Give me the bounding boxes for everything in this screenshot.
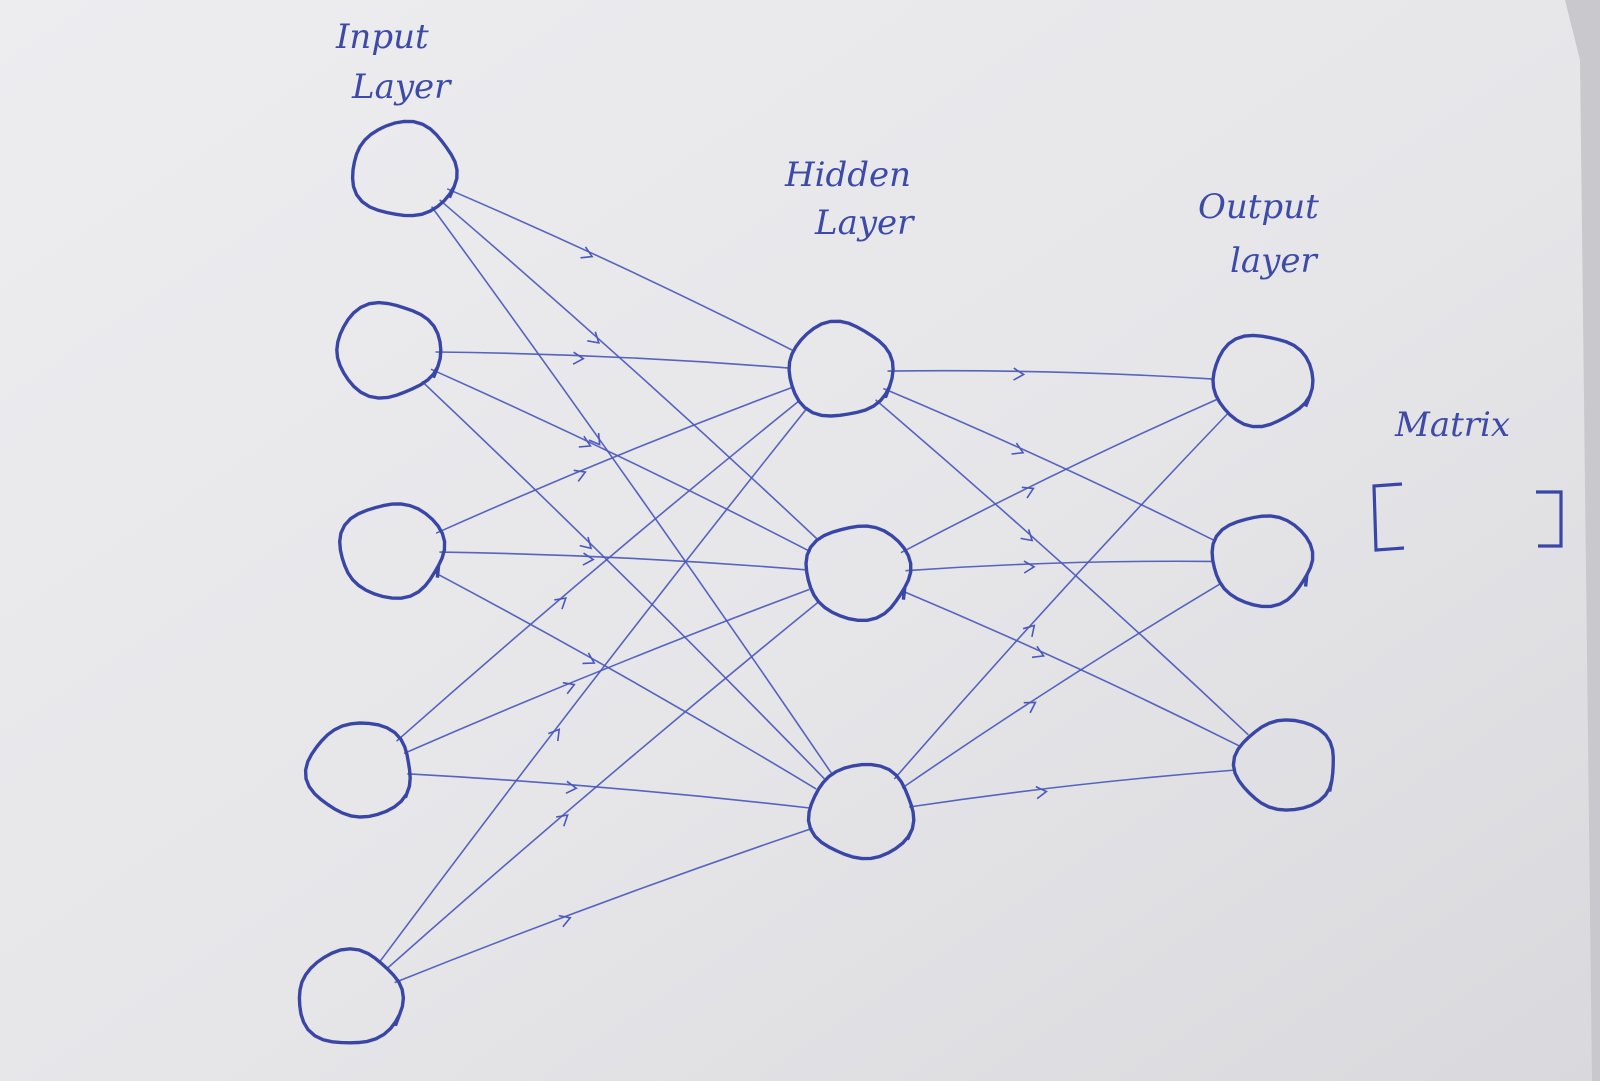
output-layer-title: Output	[1198, 187, 1319, 227]
edge-hidden-3-output-3	[909, 769, 1236, 808]
hidden-layer-title: Hidden	[784, 155, 911, 195]
edge-hidden-2-output-3	[900, 589, 1241, 748]
matrix-left-bracket	[1372, 482, 1405, 552]
edge-input-4-hidden-1	[395, 399, 801, 742]
edge-input-1-hidden-3-arrow	[588, 432, 601, 446]
edge-hidden-3-output-2-arrow	[1023, 701, 1037, 714]
edge-hidden-1-output-2	[882, 387, 1217, 543]
edge-input-3-hidden-1	[435, 386, 792, 534]
edge-input-3-hidden-2-arrow	[582, 552, 595, 566]
hidden-layer-subtitle: Layer	[814, 203, 915, 243]
edge-input-1-hidden-1-arrow	[580, 246, 594, 259]
input-node-4	[303, 721, 412, 819]
edge-hidden-3-output-2	[901, 583, 1220, 789]
output-node-3	[1231, 718, 1336, 812]
edge-input-2-hidden-2	[430, 368, 811, 553]
output-node-2	[1210, 514, 1315, 609]
edge-input-3-hidden-3-arrow	[582, 652, 596, 665]
edge-input-2-hidden-1	[435, 351, 788, 369]
edge-input-5-hidden-1	[378, 406, 809, 963]
input-layer-title: Input	[335, 17, 429, 57]
edge-input-2-hidden-1-arrow	[572, 351, 585, 365]
edge-input-3-hidden-1-arrow	[573, 469, 587, 482]
output-node-1	[1211, 333, 1315, 429]
input-node-2	[335, 300, 443, 400]
edge-hidden-2-output-2-arrow	[1023, 560, 1036, 574]
edge-hidden-2-output-3-arrow	[1031, 645, 1046, 659]
edge-input-1-hidden-2	[439, 199, 820, 542]
edge-input-4-hidden-1-arrow	[554, 597, 567, 610]
hidden-node-3	[806, 762, 916, 861]
edge-hidden-1-output-2-arrow	[1011, 442, 1025, 455]
edge-input-1-hidden-2-arrow	[587, 331, 600, 344]
edge-hidden-1-output-1	[887, 369, 1212, 380]
input-node-1	[350, 119, 459, 218]
edge-input-4-hidden-2	[403, 588, 810, 755]
edge-hidden-1-output-3-arrow	[1020, 529, 1034, 542]
edge-input-2-hidden-2-arrow	[578, 435, 592, 448]
edge-hidden-2-output-2	[905, 560, 1212, 572]
edge-input-5-hidden-2	[385, 601, 819, 970]
edge-hidden-2-output-1-arrow	[1021, 486, 1035, 499]
edge-input-4-hidden-3-arrow	[565, 780, 578, 795]
matrix-label: Matrix	[1394, 405, 1510, 445]
connections-group	[378, 188, 1249, 984]
edge-input-5-hidden-3-arrow	[558, 914, 572, 928]
edge-input-5-hidden-1-arrow	[548, 728, 561, 742]
edge-hidden-3-output-1-arrow	[1022, 624, 1036, 638]
paper-edge	[1565, 0, 1600, 1081]
edge-hidden-2-output-1	[900, 398, 1217, 554]
edge-hidden-3-output-1	[893, 412, 1229, 780]
input-node-3	[337, 502, 447, 600]
edge-input-4-hidden-2-arrow	[562, 681, 576, 695]
edge-input-2-hidden-3	[421, 380, 825, 780]
edge-input-4-hidden-3	[407, 773, 810, 809]
edge-hidden-1-output-1-arrow	[1013, 367, 1026, 381]
hidden-node-1	[787, 319, 895, 418]
edge-input-5-hidden-2-arrow	[555, 814, 569, 827]
output-layer-subtitle: layer	[1230, 241, 1318, 281]
nodes-group	[297, 119, 1336, 1045]
edge-hidden-1-output-3	[875, 399, 1249, 736]
edge-hidden-3-output-3-arrow	[1035, 785, 1048, 800]
edge-input-3-hidden-2	[439, 551, 806, 571]
edge-input-1-hidden-3	[430, 206, 833, 774]
matrix-right-bracket	[1536, 490, 1563, 548]
edge-input-3-hidden-3	[433, 571, 817, 790]
input-layer-subtitle: Layer	[351, 67, 452, 107]
edge-input-1-hidden-1	[446, 188, 793, 351]
edge-input-5-hidden-3	[394, 827, 813, 984]
hidden-node-2	[804, 524, 913, 622]
edge-input-2-hidden-3-arrow	[579, 536, 593, 550]
input-node-5	[297, 947, 406, 1045]
